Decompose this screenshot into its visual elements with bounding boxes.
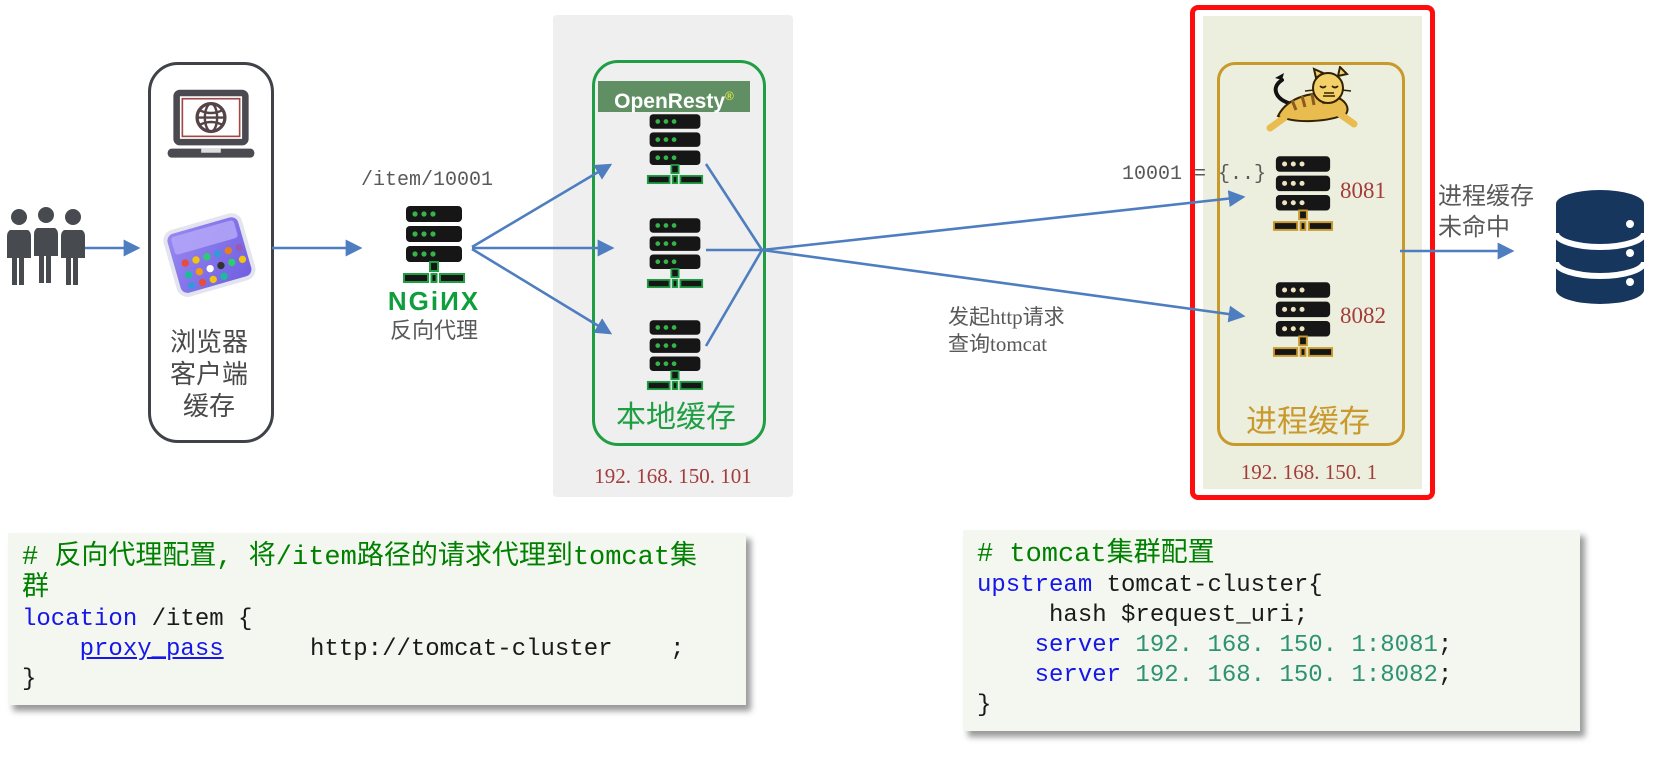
openresty-server-icon-3	[646, 320, 704, 393]
code-line: proxy_pass http://tomcat-cluster ;	[22, 635, 732, 665]
cache-miss-label-line2: 未命中	[1438, 214, 1510, 241]
code-line: server 192. 168. 150. 1:8082;	[977, 661, 1566, 691]
process-cache-caption: 进程缓存	[1246, 404, 1370, 439]
code-text: ;	[1437, 632, 1453, 659]
openresty-server-icon-1	[646, 114, 704, 187]
request-path-label: /item/10001	[360, 169, 494, 192]
code-line: location /item {	[22, 605, 732, 635]
code-comment-line: # tomcat集群配置	[977, 540, 1215, 570]
hash-key-label: 10001 = {..}	[1122, 163, 1267, 186]
tomcat-server-icon-8082	[1272, 282, 1334, 360]
tomcat-cluster-code-block: # tomcat集群配置 upstream tomcat-cluster{ ha…	[963, 530, 1580, 731]
code-text: http://tomcat-cluster ;	[223, 636, 685, 663]
code-value: 192. 168. 150. 1:8081	[1121, 632, 1438, 659]
code-text: ;	[1437, 662, 1453, 689]
nginx-server-icon	[402, 206, 466, 286]
client-label-line3: 缓存	[182, 392, 235, 421]
http-request-label-line2: 查询tomcat	[948, 331, 1048, 356]
code-line: upstream tomcat-cluster{	[977, 571, 1566, 601]
arrow-openresty-to-tomcat-8081	[761, 190, 1246, 252]
code-keyword: proxy_pass	[79, 636, 224, 663]
nginx-config-code-block: # 反向代理配置, 将/item路径的请求代理到tomcat集 群 locati…	[8, 533, 746, 705]
tomcat-server-icon-8081	[1272, 156, 1334, 234]
cache-miss-label: 进程缓存 未命中	[1438, 182, 1534, 243]
code-text: tomcat-cluster{	[1092, 572, 1323, 599]
code-line: }	[22, 666, 37, 693]
tomcat-logo-icon	[1266, 66, 1358, 132]
code-line: server 192. 168. 150. 1:8081;	[977, 631, 1566, 661]
process-cache-ip: 192. 168. 150. 1	[1240, 460, 1378, 484]
code-value: 192. 168. 150. 1:8082	[1121, 662, 1438, 689]
browser-client-box: 浏览器 客户端 缓存	[148, 62, 274, 443]
local-cache-ip: 192. 168. 150. 101	[594, 464, 752, 488]
cache-miss-label-line1: 进程缓存	[1438, 184, 1534, 210]
tomcat-port-8082: 8082	[1340, 303, 1386, 328]
openresty-logo: OpenResty®	[598, 81, 750, 113]
nginx-caption: 反向代理	[389, 318, 478, 343]
code-indent	[977, 632, 1035, 659]
client-box-label: 浏览器 客户端 缓存	[153, 327, 265, 423]
code-keyword: location	[22, 606, 138, 633]
client-label-line2: 客户端	[169, 360, 248, 389]
openresty-logo-text: OpenResty	[614, 90, 726, 113]
tomcat-port-8081: 8081	[1340, 178, 1386, 203]
code-comment-line: # 反向代理配置, 将/item路径的请求代理到tomcat集	[22, 543, 698, 573]
client-label-line1: 浏览器	[169, 328, 248, 357]
code-indent	[22, 636, 80, 663]
local-cache-caption: 本地缓存	[616, 401, 736, 434]
database-icon	[1554, 190, 1646, 304]
code-line: }	[977, 692, 992, 719]
code-keyword: upstream	[977, 572, 1093, 599]
users-icon	[7, 207, 85, 285]
openresty-server-icon-2	[646, 218, 704, 291]
nginx-logo: NGiИX	[387, 286, 481, 316]
code-keyword: server	[1034, 662, 1122, 689]
code-text: /item {	[137, 606, 253, 633]
code-keyword: server	[1034, 632, 1122, 659]
registered-mark: ®	[725, 89, 734, 103]
code-line: hash $request_uri;	[977, 602, 1309, 629]
laptop-browser-icon	[167, 89, 255, 158]
http-request-label: 发起http请求 查询tomcat	[948, 304, 1065, 358]
code-comment-line: 群	[22, 574, 49, 604]
http-request-label-line1: 发起http请求	[948, 305, 1065, 329]
code-indent	[977, 662, 1035, 689]
smartphone-icon	[163, 213, 256, 297]
